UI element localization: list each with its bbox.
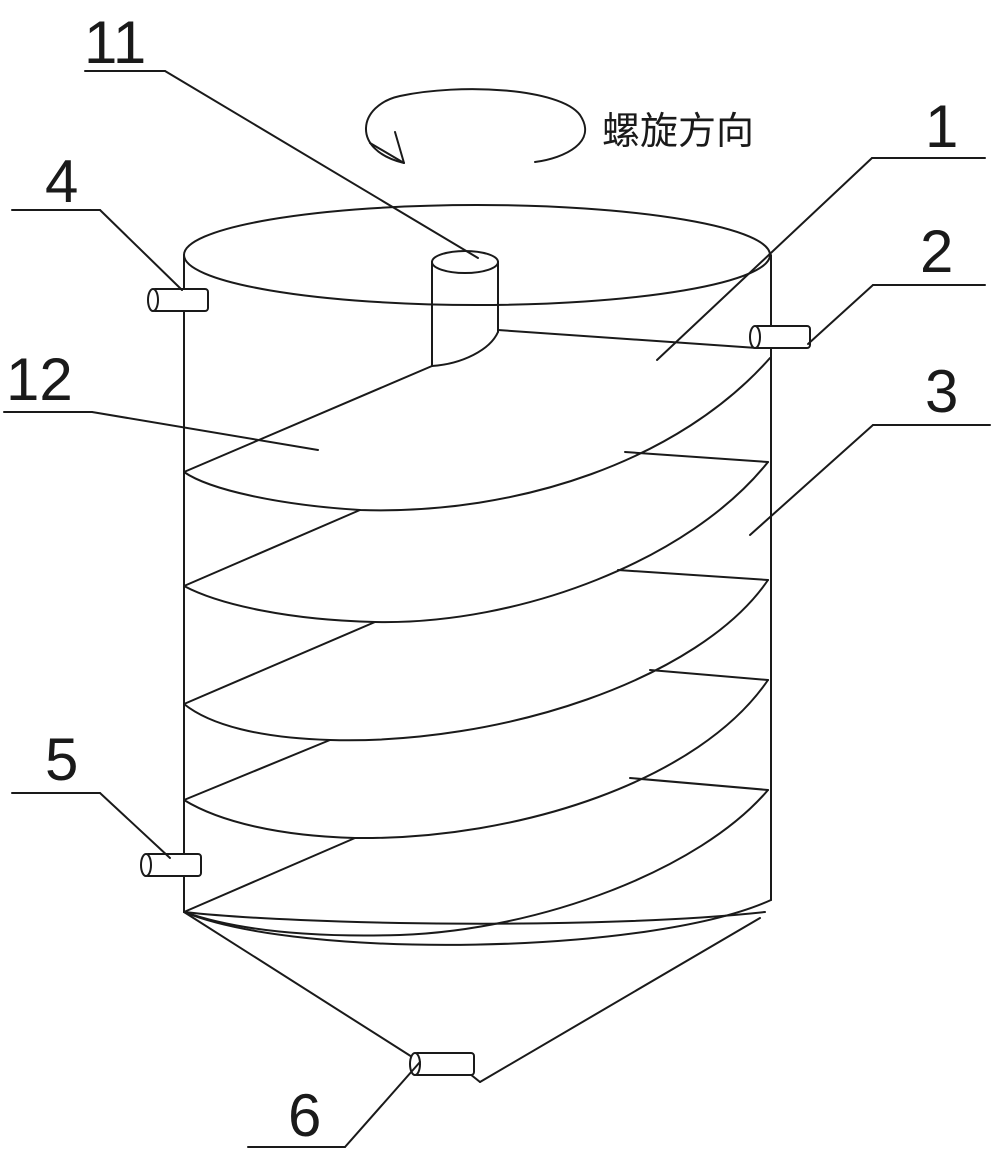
pipe-left-top [147, 288, 209, 312]
pipe-left-lower [140, 853, 202, 877]
label-4: 4 [45, 148, 78, 215]
label-5: 5 [45, 726, 78, 793]
label-11: 11 [84, 9, 146, 76]
conical-bottom [183, 911, 766, 1083]
top-center-pipe [431, 250, 499, 367]
pipe-bottom [409, 1052, 475, 1076]
helix-plates [183, 329, 771, 937]
leader-lines [3, 70, 991, 1148]
label-2: 2 [920, 218, 953, 285]
label-6: 6 [288, 1082, 321, 1149]
rotation-caption: 螺旋方向 [602, 109, 754, 153]
label-1: 1 [925, 93, 958, 160]
label-3: 3 [925, 358, 958, 425]
tank-bottom-seam [183, 899, 772, 946]
label-12: 12 [6, 346, 73, 413]
pipe-right-top [749, 325, 811, 349]
rotation-arrow [365, 88, 587, 164]
